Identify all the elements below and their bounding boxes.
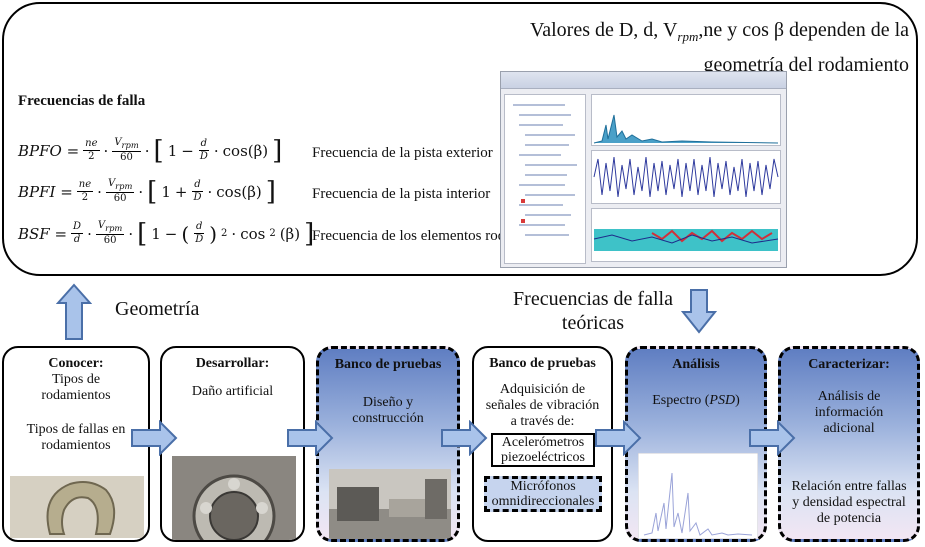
box-analisis: Análisis Espectro (PSD) (625, 346, 767, 542)
box-text: Diseño y (362, 395, 414, 410)
box-text: construcción (352, 411, 424, 426)
box-text: a través de: (510, 414, 575, 429)
box-text: señales de vibración (485, 398, 600, 413)
box-conocer-title: Conocer: (48, 356, 104, 371)
box-text: Adquisición de (499, 382, 586, 397)
theoretical-frequencies-label: Frecuencias de falla teóricas (513, 288, 673, 334)
box-text: Tipos de (51, 372, 101, 387)
box-text: rodamientos (41, 388, 111, 403)
arrow-right-icon (749, 420, 796, 456)
box-caracterizar: Caracterizar: Análisis de información ad… (778, 346, 920, 542)
box-text: Tipos de fallas en (26, 422, 126, 437)
psd-label: Espectro (PSD) (652, 393, 740, 408)
box-desarrollar-title: Desarrollar: (195, 356, 270, 371)
box-conocer: Conocer: Tipos de rodamientos Tipos de f… (2, 346, 150, 542)
screenshot-tree-panel (504, 94, 586, 264)
sensor-text: omnidireccionales (491, 494, 595, 509)
screenshot-signal-plot (591, 150, 781, 204)
formula-bpfi-desc: Frecuencia de la pista interior (312, 186, 491, 202)
box-text: información (814, 405, 884, 420)
box-text: de potencia (816, 511, 882, 526)
box-text: Relación entre fallas (791, 479, 907, 494)
box-text: Análisis de (817, 389, 881, 404)
box-banco-adquisicion-title: Banco de pruebas (489, 356, 596, 371)
formula-bpfo-desc: Frecuencia de la pista exterior (312, 145, 493, 161)
box-text: Daño artificial (191, 384, 274, 399)
arrow-right-icon (131, 420, 178, 456)
test-bench-photo (329, 469, 451, 539)
box-banco-diseno-title: Banco de pruebas (334, 357, 442, 372)
geometry-label: Geometría (115, 298, 200, 320)
analysis-software-screenshot (500, 71, 787, 268)
arrow-right-icon (595, 420, 642, 456)
formula-bsf-desc: Frecuencia de los elementos rodantes (312, 228, 537, 244)
screenshot-band-plot (591, 208, 781, 262)
box-banco-diseno: Banco de pruebas Diseño y construcción (316, 346, 460, 542)
accelerometers-box: Acelerómetros piezoeléctricos (491, 433, 595, 467)
arrow-right-icon (441, 420, 488, 456)
sensor-text: Micrófonos (510, 479, 576, 494)
box-text: rodamientos (41, 438, 111, 453)
bearing-cage-photo (10, 476, 144, 538)
sensor-text: Acelerómetros (501, 435, 585, 450)
microphones-box: Micrófonos omnidireccionales (484, 476, 602, 512)
box-caracterizar-title: Caracterizar: (808, 357, 890, 372)
sensor-text: piezoeléctricos (501, 450, 585, 465)
box-desarrollar: Desarrollar: Daño artificial (160, 346, 305, 542)
geometry-note: Valores de D, d, Vrpm,ne y cos β depende… (530, 19, 909, 76)
box-text: adicional (823, 421, 875, 436)
screenshot-plots (591, 94, 781, 262)
ball-bearing-photo (172, 456, 296, 540)
box-analisis-title: Análisis (672, 357, 720, 372)
screenshot-spectrum-plot (591, 94, 781, 146)
fault-frequencies-title: Frecuencias de falla (18, 93, 146, 109)
box-text: y densidad espectral (792, 495, 906, 510)
up-arrow-icon (56, 283, 92, 340)
down-arrow-icon (681, 289, 717, 334)
screenshot-menubar (501, 72, 786, 89)
arrow-right-icon (287, 420, 334, 456)
psd-spectrum-plot (638, 453, 758, 539)
